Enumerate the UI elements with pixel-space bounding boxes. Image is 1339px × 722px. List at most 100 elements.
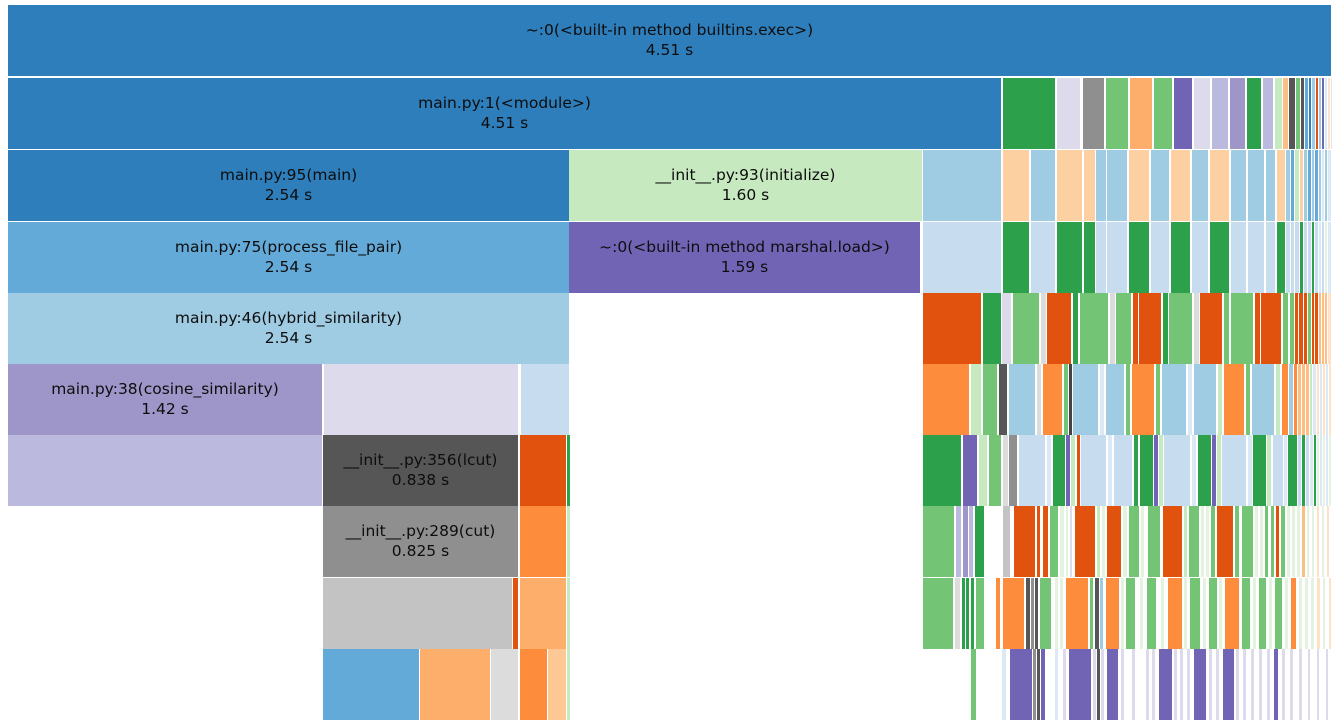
flame-frame[interactable] <box>1161 578 1164 649</box>
flame-frame[interactable] <box>1291 578 1296 649</box>
flame-frame[interactable] <box>1295 222 1299 293</box>
flame-frame[interactable] <box>1002 649 1006 720</box>
flame-frame[interactable] <box>513 578 518 649</box>
flame-frame[interactable] <box>1033 649 1036 720</box>
flame-frame[interactable] <box>1041 293 1046 364</box>
flame-frame[interactable] <box>1075 506 1095 577</box>
flame-frame[interactable] <box>1276 506 1279 577</box>
flame-frame[interactable] <box>1003 506 1010 577</box>
flame-frame[interactable] <box>1317 506 1319 577</box>
flame-frame[interactable] <box>1281 506 1285 577</box>
flame-frame[interactable] <box>1040 578 1051 649</box>
flame-frame[interactable] <box>1132 364 1154 435</box>
flame-frame[interactable] <box>1055 649 1058 720</box>
flame-frame[interactable] <box>1083 78 1104 149</box>
flame-frame[interactable] <box>1291 150 1294 221</box>
flame-frame[interactable] <box>1308 649 1310 720</box>
flame-frame[interactable] <box>1100 578 1103 649</box>
flame-frame[interactable] <box>1107 222 1127 293</box>
flame-frame[interactable] <box>1322 293 1324 364</box>
flame-frame[interactable] <box>1315 293 1318 364</box>
flame-frame-labeled[interactable]: main.py:1(<module>)4.51 s <box>8 78 1001 149</box>
flame-frame[interactable] <box>1284 435 1287 506</box>
flame-frame[interactable] <box>1304 222 1307 293</box>
flame-frame[interactable] <box>324 364 518 435</box>
flame-frame[interactable] <box>1035 578 1038 649</box>
flame-frame[interactable] <box>1331 78 1332 149</box>
flame-frame[interactable] <box>1066 435 1070 506</box>
flame-frame[interactable] <box>923 222 1001 293</box>
flame-frame[interactable] <box>1180 649 1183 720</box>
flame-frame[interactable] <box>1323 578 1325 649</box>
flame-frame[interactable] <box>1329 364 1331 435</box>
flame-frame[interactable] <box>1163 506 1182 577</box>
flame-frame[interactable] <box>1133 293 1138 364</box>
flame-frame[interactable] <box>1304 293 1307 364</box>
flame-frame[interactable] <box>1194 364 1216 435</box>
flame-frame[interactable] <box>1107 150 1127 221</box>
flame-frame-labeled[interactable]: ~:0(<built-in method marshal.load>)1.59 … <box>569 222 920 293</box>
flame-frame[interactable] <box>1231 150 1246 221</box>
flame-frame[interactable] <box>1057 78 1080 149</box>
flame-frame[interactable] <box>1216 649 1219 720</box>
flame-frame[interactable] <box>1300 150 1303 221</box>
flame-frame[interactable] <box>1047 435 1051 506</box>
flame-frame[interactable] <box>1326 364 1328 435</box>
flame-frame[interactable] <box>1095 578 1099 649</box>
flame-frame[interactable] <box>1282 649 1285 720</box>
flame-frame[interactable] <box>1248 435 1252 506</box>
flame-frame[interactable] <box>1290 293 1294 364</box>
flame-frame-labeled[interactable]: main.py:75(process_file_pair)2.54 s <box>8 222 569 293</box>
flame-frame[interactable] <box>1013 293 1039 364</box>
flame-frame[interactable] <box>1326 649 1328 720</box>
flame-frame[interactable] <box>1116 293 1131 364</box>
flame-frame[interactable] <box>1322 78 1324 149</box>
flame-frame[interactable] <box>1276 364 1280 435</box>
flame-frame[interactable] <box>1200 293 1222 364</box>
flame-frame[interactable] <box>1123 506 1127 577</box>
flame-frame[interactable] <box>1041 649 1045 720</box>
flame-frame[interactable] <box>975 506 984 577</box>
flame-frame[interactable] <box>1269 578 1272 649</box>
flame-frame[interactable] <box>1110 293 1115 364</box>
flame-frame[interactable] <box>1037 364 1041 435</box>
flame-frame[interactable] <box>1003 222 1029 293</box>
flame-frame[interactable] <box>996 578 1000 649</box>
flame-frame[interactable] <box>979 435 987 506</box>
flame-frame[interactable] <box>1203 578 1206 649</box>
flame-frame[interactable] <box>1151 222 1169 293</box>
flame-frame[interactable] <box>8 435 322 506</box>
flame-frame-labeled[interactable]: main.py:95(main)2.54 s <box>8 150 569 221</box>
flame-frame[interactable] <box>1070 506 1072 577</box>
flame-frame[interactable] <box>971 578 974 649</box>
flame-frame[interactable] <box>1286 222 1290 293</box>
flame-frame[interactable] <box>1266 222 1275 293</box>
flame-frame[interactable] <box>923 364 969 435</box>
flame-frame[interactable] <box>1134 435 1138 506</box>
flame-frame[interactable] <box>1212 78 1228 149</box>
flame-frame[interactable] <box>567 578 570 649</box>
flame-frame[interactable] <box>1147 578 1156 649</box>
flame-frame[interactable] <box>1288 435 1297 506</box>
flame-frame[interactable] <box>983 364 997 435</box>
flame-frame[interactable] <box>1163 293 1168 364</box>
flame-frame[interactable] <box>963 435 977 506</box>
flame-frame[interactable] <box>567 649 570 720</box>
flame-frame[interactable] <box>1055 578 1058 649</box>
flame-frame[interactable] <box>923 506 954 577</box>
flame-frame[interactable] <box>1299 578 1302 649</box>
flame-frame[interactable] <box>1192 150 1208 221</box>
flame-frame-labeled[interactable]: __init__.py:93(initialize)1.60 s <box>569 150 922 221</box>
flame-frame[interactable] <box>1231 293 1253 364</box>
flame-frame[interactable] <box>1063 649 1066 720</box>
flame-frame[interactable] <box>1308 222 1311 293</box>
flame-frame[interactable] <box>963 506 968 577</box>
flame-frame[interactable] <box>323 649 419 720</box>
flame-frame[interactable] <box>1106 578 1119 649</box>
flame-frame[interactable] <box>1222 435 1246 506</box>
flame-frame[interactable] <box>1190 578 1200 649</box>
flame-frame[interactable] <box>1069 364 1072 435</box>
flame-frame[interactable] <box>1329 578 1331 649</box>
flame-frame[interactable] <box>1009 435 1017 506</box>
flame-frame[interactable] <box>1003 150 1029 221</box>
